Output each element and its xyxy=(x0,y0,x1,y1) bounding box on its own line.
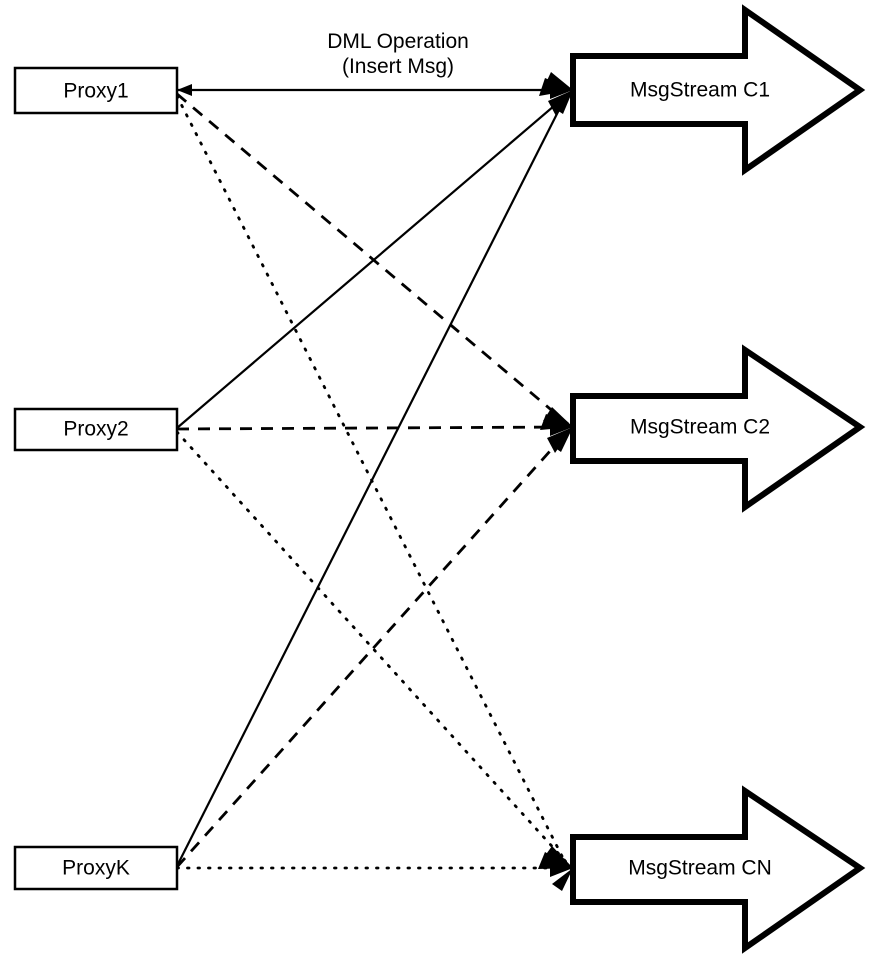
stream-c1-label: MsgStream C1 xyxy=(630,79,770,102)
link-proxy1-to-stream-c2[interactable] xyxy=(176,92,569,426)
node-stream-c1[interactable]: MsgStream C1 xyxy=(570,4,866,176)
proxy2-box[interactable] xyxy=(13,407,179,452)
edge-label-dml-operation: DML Operation (Insert Msg) xyxy=(327,30,469,78)
proxyk-box[interactable] xyxy=(13,845,179,891)
stream-cn-arrow-shape[interactable] xyxy=(570,785,866,954)
node-stream-cn[interactable]: MsgStream CN xyxy=(570,785,866,954)
link-proxy2-to-stream-c1[interactable] xyxy=(176,93,569,429)
proxyk-label: ProxyK xyxy=(62,857,130,880)
stream-c2-arrow-shape[interactable] xyxy=(570,344,866,513)
link-proxy2-to-stream-c2[interactable] xyxy=(176,425,571,431)
proxy-layer: Proxy1 Proxy2 ProxyK xyxy=(13,66,179,891)
node-stream-c2[interactable]: MsgStream C2 xyxy=(570,344,866,513)
edge-label-line2: (Insert Msg) xyxy=(342,55,454,78)
link-proxy2-to-stream-cn[interactable] xyxy=(175,430,570,866)
edge-label-line1: DML Operation xyxy=(327,30,469,53)
proxy1-box[interactable] xyxy=(13,66,179,115)
node-proxy2[interactable]: Proxy2 xyxy=(13,407,179,452)
arrowhead-layer xyxy=(177,72,573,891)
arrowhead-into-stream-cn-c xyxy=(538,852,573,869)
arrowhead-into-stream-c2-c xyxy=(540,414,573,430)
stream-cn-label: MsgStream CN xyxy=(628,857,772,880)
link-proxyk-to-stream-c1[interactable] xyxy=(176,95,567,867)
arrowhead-into-stream-c1-c xyxy=(539,78,573,96)
arrowhead-into-stream-cn-d xyxy=(552,868,573,891)
arrowhead-into-stream-cn-b xyxy=(542,846,573,868)
arrowhead-into-proxy1 xyxy=(177,84,192,96)
arrowhead-into-stream-c2-e xyxy=(547,427,573,453)
stream-layer: MsgStream C1 MsgStream C2 MsgStream CN xyxy=(570,4,866,954)
stream-c2-label: MsgStream C2 xyxy=(630,416,770,439)
node-proxyk[interactable]: ProxyK xyxy=(13,845,179,891)
node-proxy1[interactable]: Proxy1 xyxy=(13,66,179,115)
proxy1-label: Proxy1 xyxy=(63,80,128,103)
link-proxyk-to-stream-c2[interactable] xyxy=(175,430,570,868)
stream-c1-arrow-shape[interactable] xyxy=(570,4,866,176)
link-layer xyxy=(175,88,572,870)
proxy2-label: Proxy2 xyxy=(63,418,128,441)
arrowhead-into-stream-c1-e xyxy=(548,90,573,116)
